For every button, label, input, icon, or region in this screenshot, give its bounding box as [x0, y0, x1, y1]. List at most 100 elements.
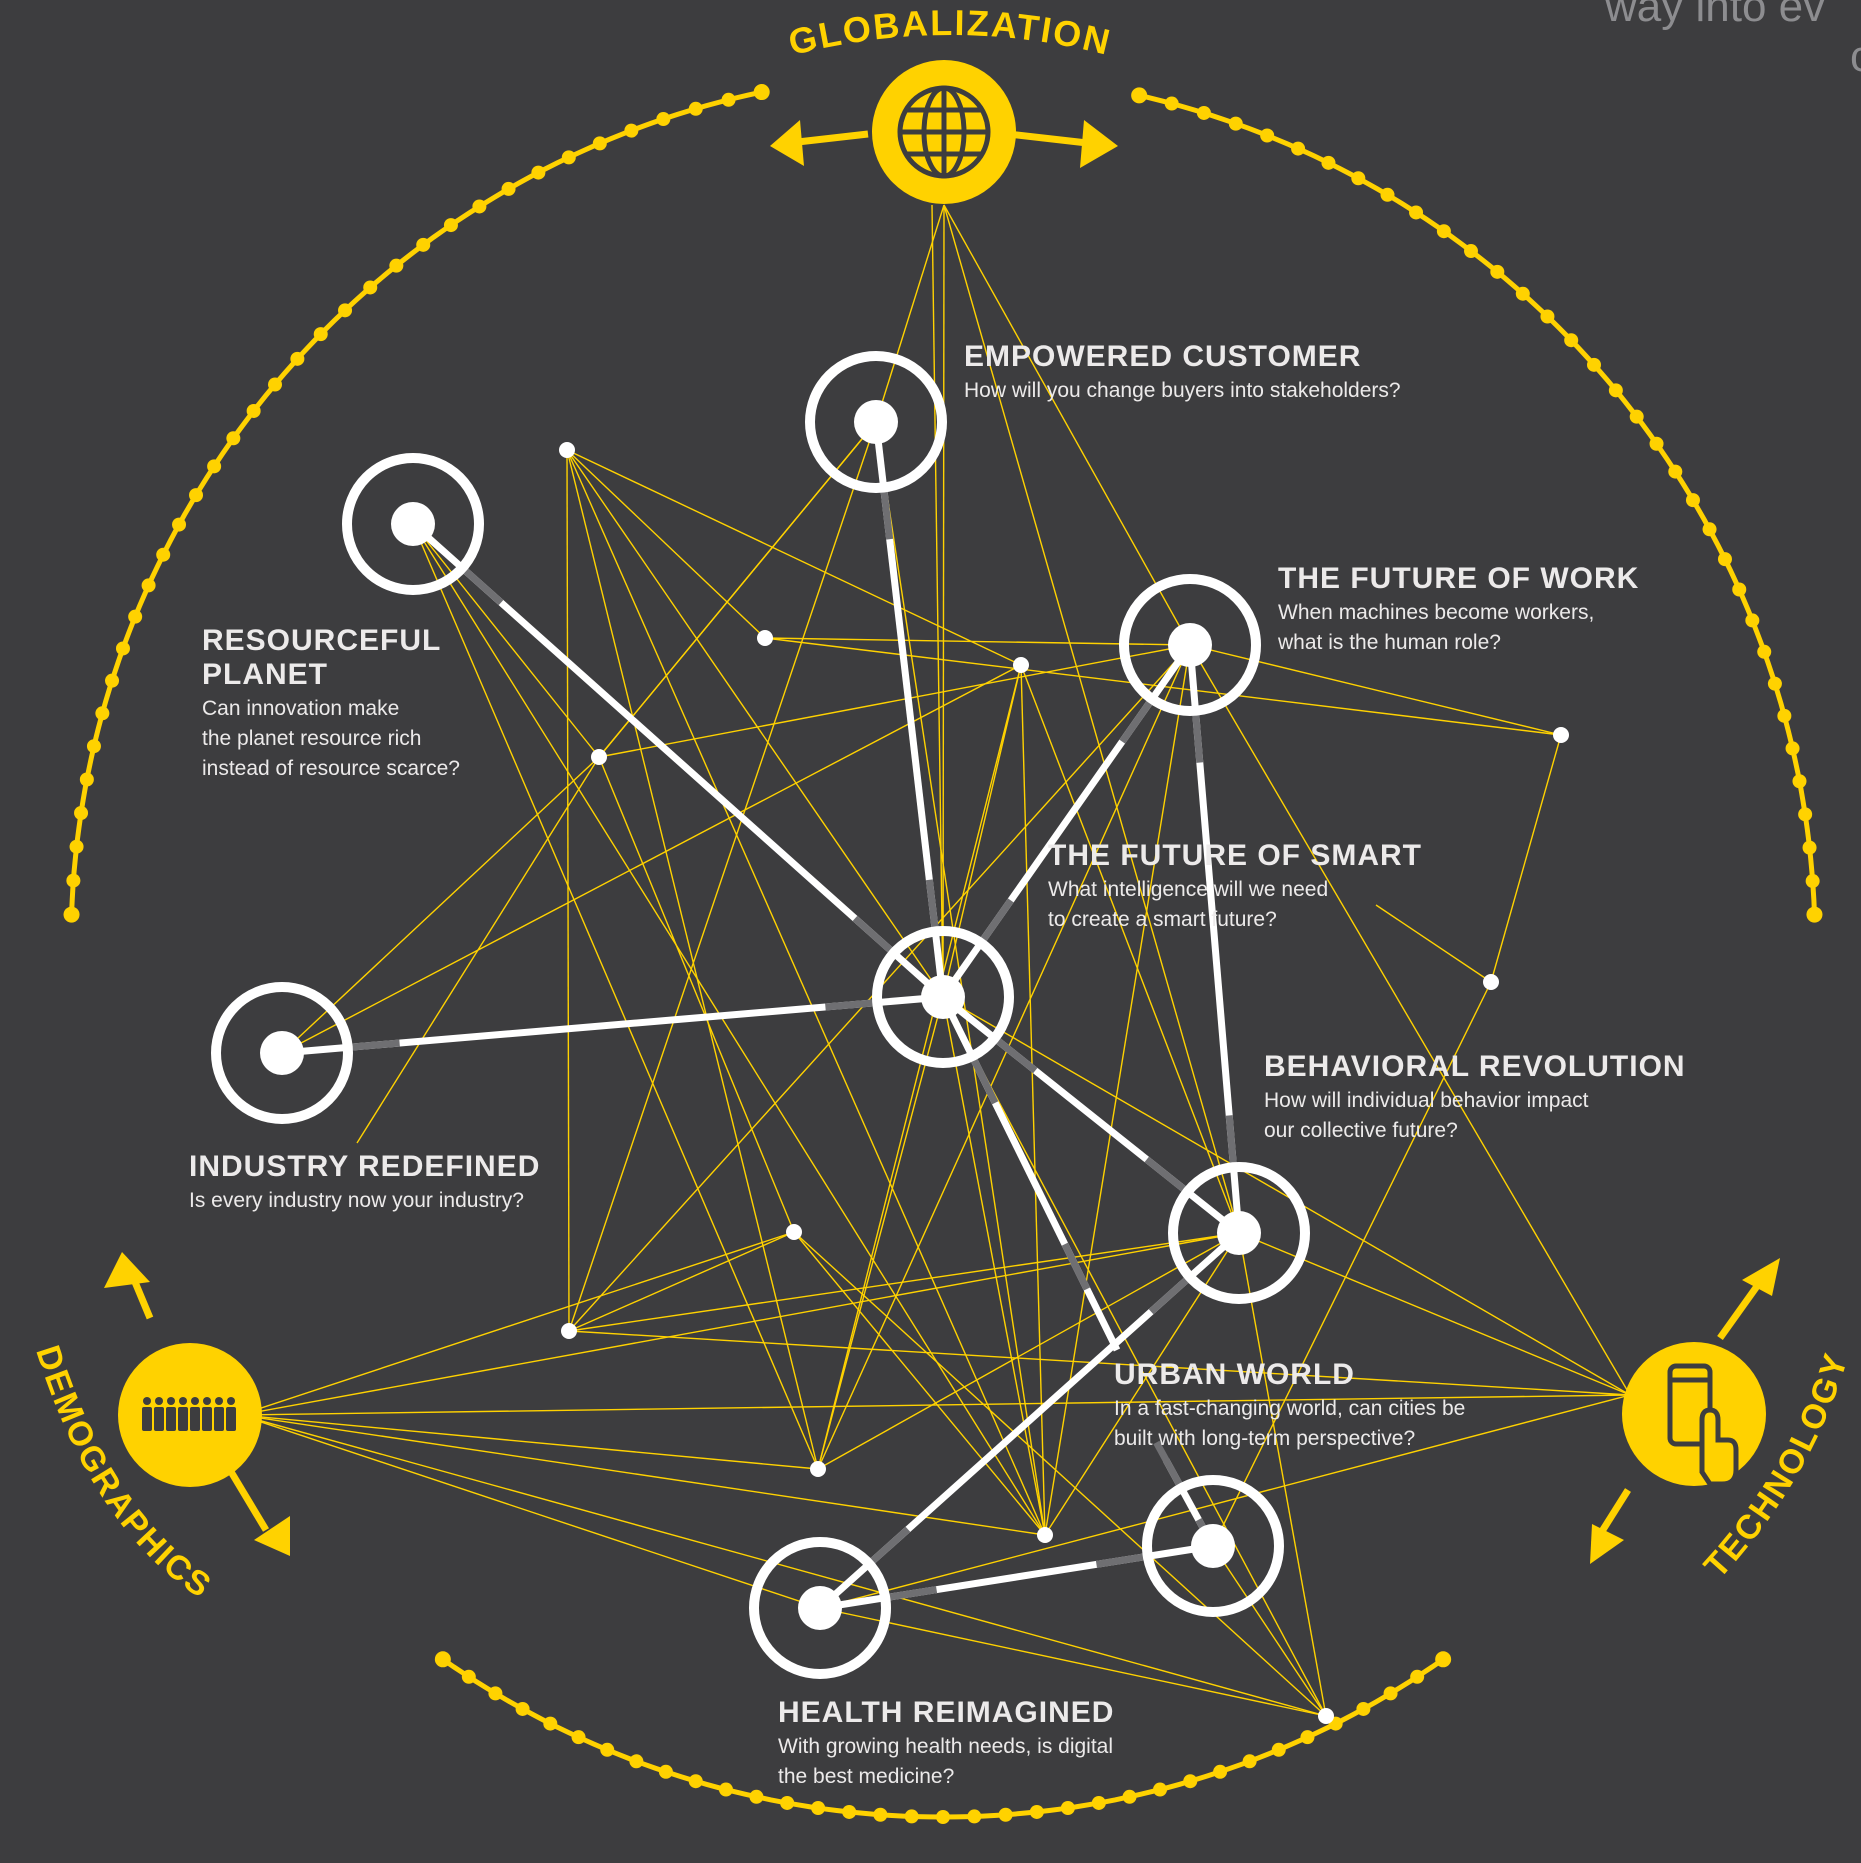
caption-title: PLANET: [202, 658, 328, 691]
arc-dot: [592, 136, 607, 151]
small-node: [757, 630, 773, 646]
caption-urban-world: URBAN WORLD In a fast-changing world, ca…: [1114, 1358, 1465, 1454]
connection-line: [942, 996, 1046, 1536]
connection-line: [931, 204, 944, 998]
arc-dot: [1213, 1764, 1228, 1779]
caption-future-of-work: THE FUTURE OF WORK When machines become …: [1278, 562, 1639, 658]
arc-dot: [501, 181, 516, 196]
arc-dot: [1785, 741, 1800, 756]
arc-dot: [189, 488, 204, 503]
connection-line: [1044, 1232, 1240, 1536]
arc-dot: [1091, 1795, 1106, 1810]
arc-dot: [721, 92, 736, 107]
connection-line: [1490, 734, 1562, 983]
node-center: [798, 1586, 842, 1630]
small-node: [810, 1461, 826, 1477]
arc-dot: [338, 303, 353, 318]
connection-line: [1189, 644, 1631, 1396]
connection-line: [819, 1394, 1631, 1609]
caption-industry-redefined: INDUSTRY REDEFINED Is every industry now…: [189, 1150, 540, 1216]
arc-dot: [998, 1807, 1013, 1822]
connection-line: [281, 664, 1022, 1054]
caption-question: In a fast-changing world, can cities be: [1114, 1397, 1466, 1420]
arc-dot: [79, 772, 94, 787]
link-line-end: [825, 999, 876, 1011]
arc-dot: [904, 1809, 919, 1824]
person-icon: [142, 1407, 152, 1431]
node-center: [854, 400, 898, 444]
arc-dot: [1649, 436, 1664, 451]
caption-question: to create a smart future?: [1048, 908, 1277, 931]
smartphone-touch-icon: [1667, 1363, 1739, 1487]
arc-dot: [811, 1801, 826, 1816]
caption-question: How will individual behavior impact: [1264, 1089, 1589, 1112]
corner-text-line: way into ev: [1605, 0, 1826, 31]
person-icon: [143, 1397, 151, 1405]
arc-dot: [1435, 1651, 1452, 1668]
arc-dot: [128, 609, 143, 624]
arc-dot: [1515, 286, 1530, 301]
connection-line: [875, 421, 1046, 1536]
arc-dot: [1196, 105, 1211, 120]
connection-line: [598, 756, 795, 1233]
node-center: [1217, 1211, 1261, 1255]
arc-dot: [1183, 1774, 1198, 1789]
arrow-right-icon: [1080, 120, 1118, 168]
link-line-end: [925, 879, 939, 930]
arc-dot: [1300, 1730, 1315, 1745]
caption-question: What intelligence will we need: [1048, 878, 1329, 901]
arc-dot: [1436, 224, 1451, 239]
node-ring: [211, 982, 353, 1124]
caption-question: With growing health needs, is digital: [778, 1735, 1114, 1758]
arc-dot: [1242, 1754, 1257, 1769]
connection-line: [1212, 1545, 1327, 1717]
arc-left: [63, 84, 770, 923]
connection-line: [1375, 904, 1492, 983]
arc-dot: [1271, 1742, 1286, 1757]
connection-line: [281, 756, 600, 1054]
arc-dot: [1777, 708, 1792, 723]
caption-health-reimagined: HEALTH REIMAGINED With growing health ne…: [778, 1696, 1114, 1792]
node-future-of-work: [1119, 574, 1261, 716]
node-industry-redefined: [211, 982, 353, 1124]
connection-line: [356, 756, 600, 1144]
link-line-end: [1119, 698, 1154, 744]
connection-line: [568, 421, 877, 1332]
arc-dot: [1122, 1789, 1137, 1804]
arc-dot: [434, 1651, 451, 1668]
link-line-end: [1144, 1156, 1189, 1194]
arc-dot: [600, 1742, 615, 1757]
link-line-end: [1153, 1440, 1184, 1489]
arc-dot: [718, 1782, 733, 1797]
arc-dot: [443, 218, 458, 233]
arc-dot: [842, 1804, 857, 1819]
arc-dot: [1383, 1686, 1398, 1701]
caption-title: BEHAVIORAL REVOLUTION: [1264, 1050, 1686, 1083]
arc-dot: [1153, 1782, 1168, 1797]
arc-dot: [1792, 774, 1807, 789]
arc-dot: [69, 839, 84, 854]
connection-line: [239, 1414, 1046, 1536]
arc-dot: [656, 112, 671, 127]
connection-line: [817, 664, 1022, 1470]
node-health-reimagined: [749, 1537, 891, 1679]
connection-line: [1020, 664, 1240, 1234]
person-icon: [179, 1397, 187, 1405]
person-icon: [214, 1407, 224, 1431]
node-empowered-customer: [805, 351, 947, 493]
caption-title: RESOURCEFUL: [202, 624, 442, 657]
person-icon: [191, 1397, 199, 1405]
connection-line: [1238, 1232, 1327, 1717]
arc-dot: [561, 150, 576, 165]
arc-bottom: [434, 1651, 1452, 1824]
person-icon: [190, 1407, 200, 1431]
arc-dot: [753, 84, 770, 101]
arc-dot: [66, 873, 81, 888]
arc-dot: [571, 1730, 586, 1745]
arc-dot: [472, 199, 487, 214]
person-icon: [226, 1407, 236, 1431]
arc-dot: [86, 739, 101, 754]
node-center: [1191, 1524, 1235, 1568]
arc-dot: [1767, 676, 1782, 691]
arc-dot: [624, 123, 639, 138]
